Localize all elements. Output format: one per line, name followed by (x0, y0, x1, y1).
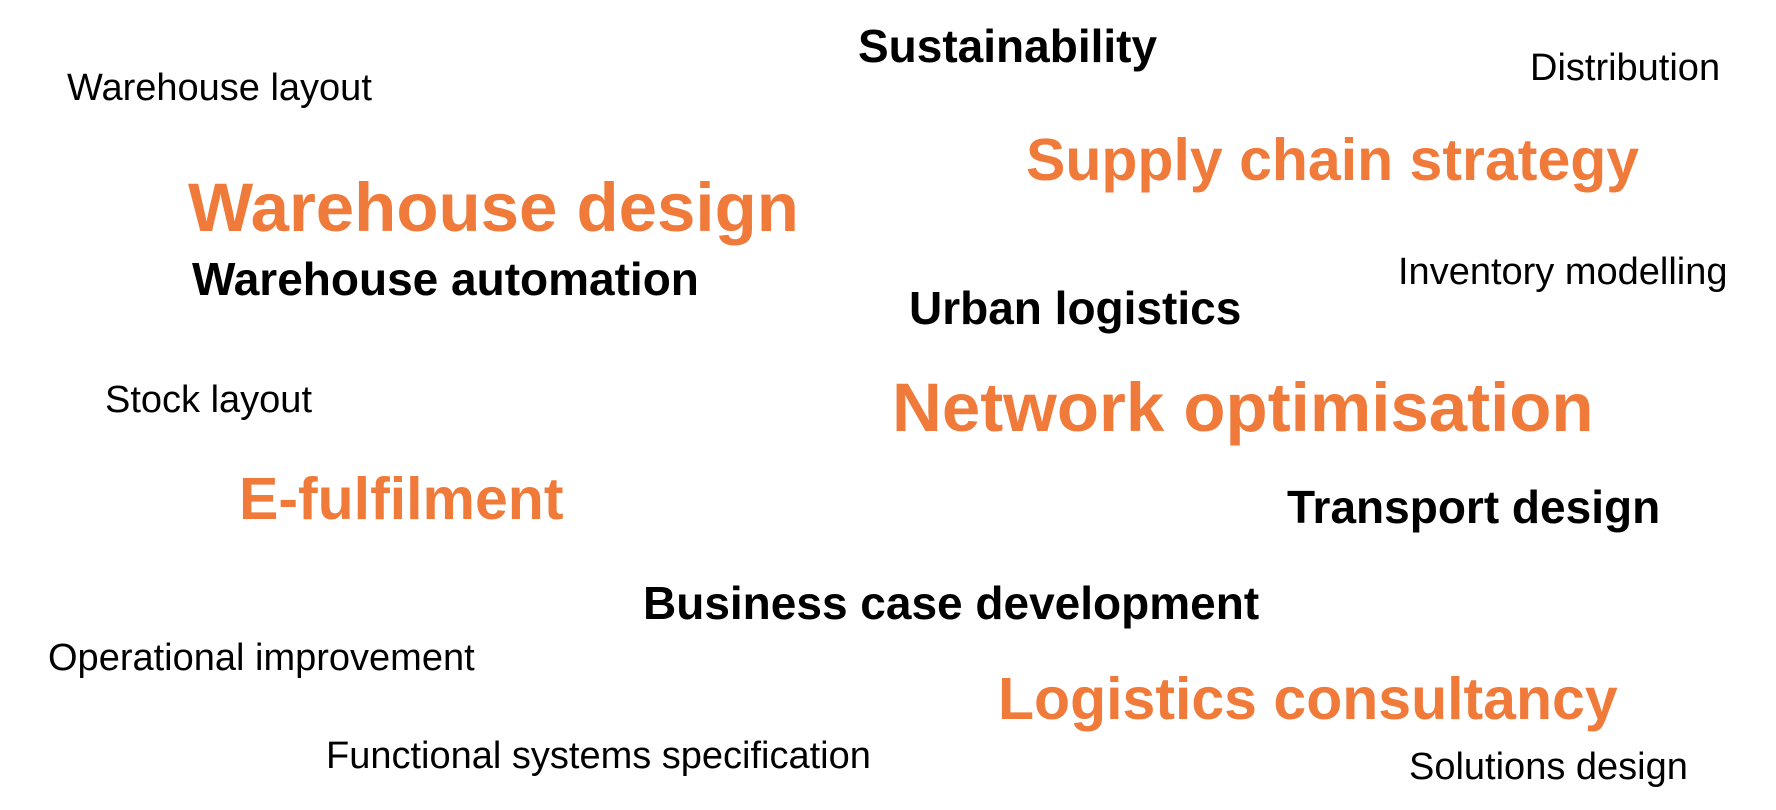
term-functional-systems-specification: Functional systems specification (326, 735, 871, 777)
term-business-case-development: Business case development (643, 577, 1260, 629)
term-operational-improvement: Operational improvement (48, 637, 475, 679)
term-warehouse-automation: Warehouse automation (192, 253, 699, 305)
term-transport-design: Transport design (1287, 481, 1661, 533)
term-network-optimisation: Network optimisation (892, 369, 1594, 446)
term-urban-logistics: Urban logistics (909, 282, 1242, 334)
term-e-fulfilment: E-fulfilment (239, 466, 564, 532)
term-warehouse-layout: Warehouse layout (67, 67, 372, 109)
term-warehouse-design: Warehouse design (188, 169, 799, 246)
term-logistics-consultancy: Logistics consultancy (998, 666, 1618, 732)
term-distribution: Distribution (1530, 47, 1721, 89)
term-sustainability: Sustainability (858, 20, 1158, 72)
term-solutions-design: Solutions design (1409, 746, 1688, 788)
term-inventory-modelling: Inventory modelling (1398, 251, 1728, 293)
term-supply-chain-strategy: Supply chain strategy (1026, 127, 1640, 193)
term-stock-layout: Stock layout (105, 379, 312, 421)
